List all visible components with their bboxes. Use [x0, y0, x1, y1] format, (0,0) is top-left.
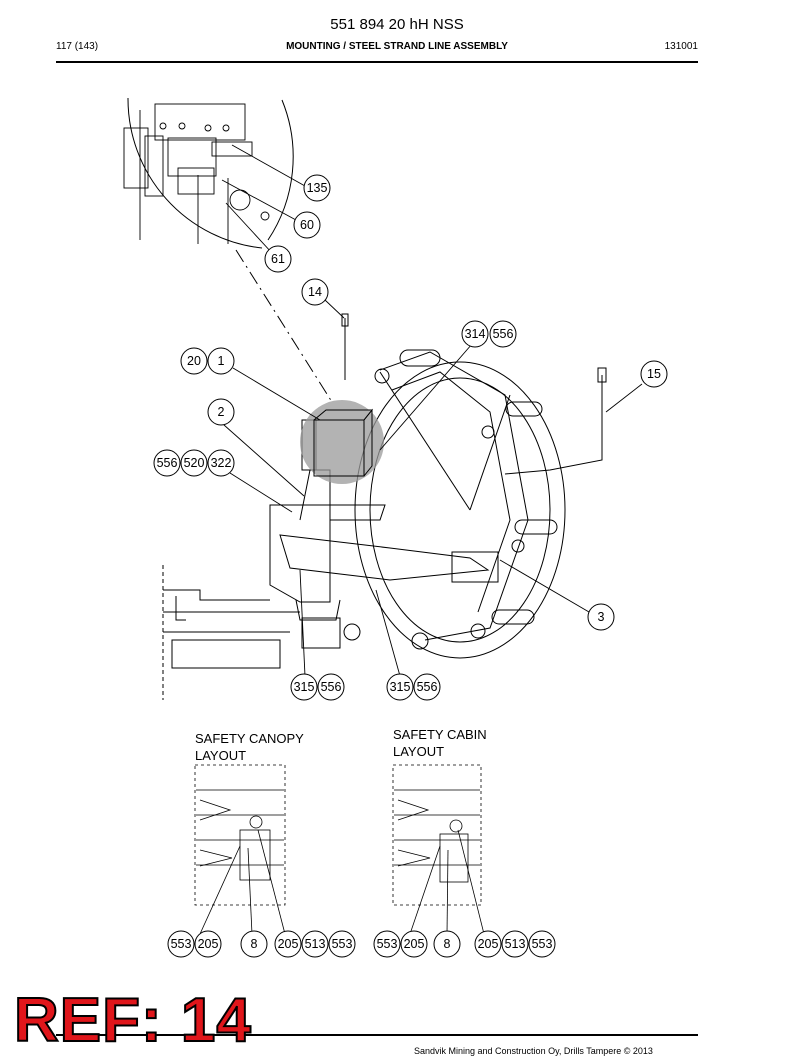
callout-number: 20	[187, 354, 201, 368]
callout-bubble: 315	[290, 673, 318, 701]
cabin-layout-label: SAFETY CABIN LAYOUT	[393, 727, 487, 759]
callout-number: 8	[444, 937, 451, 951]
callout-bubble: 553	[328, 930, 356, 958]
callout-bubble: 556	[317, 673, 345, 701]
callout-bubble: 314	[461, 320, 489, 348]
callout-number: 553	[171, 937, 192, 951]
callout-number: 61	[271, 252, 285, 266]
callout-bubble: 556	[413, 673, 441, 701]
callout-bubble: 20	[180, 347, 208, 375]
canopy-layout-label: SAFETY CANOPY LAYOUT	[195, 731, 304, 763]
highlighted-valve	[300, 400, 384, 484]
callout-bubble: 2	[207, 398, 235, 426]
callout-number: 513	[305, 937, 326, 951]
callout-bubble: 205	[400, 930, 428, 958]
canopy-layout-sketch	[194, 764, 286, 906]
callout-number: 2	[218, 405, 225, 419]
callout-number: 314	[465, 327, 486, 341]
callout-bubble: 553	[528, 930, 556, 958]
cabin-layout-sketch	[392, 764, 482, 906]
callout-number: 205	[478, 937, 499, 951]
callout-number: 60	[300, 218, 314, 232]
ref-stamp: REF: 14	[13, 985, 252, 1056]
callout-number: 513	[505, 937, 526, 951]
callout-bubble: 556	[489, 320, 517, 348]
callout-bubble: 3	[587, 603, 615, 631]
callout-bubble: 15	[640, 360, 668, 388]
callout-bubble: 315	[386, 673, 414, 701]
callout-number: 556	[493, 327, 514, 341]
callout-number: 520	[184, 456, 205, 470]
callout-number: 553	[332, 937, 353, 951]
callout-bubble: 60	[293, 211, 321, 239]
document-title: 551 894 20 hH NSS	[330, 16, 464, 33]
valve-block-detail	[123, 103, 270, 244]
callout-bubble: 61	[264, 245, 292, 273]
callout-number: 1	[218, 354, 225, 368]
callout-bubble: 1	[207, 347, 235, 375]
callout-bubble: 135	[303, 174, 331, 202]
callout-number: 315	[294, 680, 315, 694]
callout-bubble: 553	[373, 930, 401, 958]
callout-number: 135	[307, 181, 328, 195]
callout-bubble: 556	[153, 449, 181, 477]
detail-leader	[235, 249, 333, 403]
leader-lines	[221, 144, 643, 677]
callout-number: 8	[251, 937, 258, 951]
steel-strand-reel	[354, 349, 566, 659]
callout-bubble: 513	[501, 930, 529, 958]
callout-number: 15	[647, 367, 661, 381]
callout-number: 553	[532, 937, 553, 951]
callout-number: 556	[321, 680, 342, 694]
callout-number: 3	[598, 610, 605, 624]
callout-bubble: 322	[207, 449, 235, 477]
callout-bubble: 14	[301, 278, 329, 306]
footer-rule	[56, 1034, 698, 1036]
callout-number: 205	[198, 937, 219, 951]
callout-number: 322	[211, 456, 232, 470]
callout-number: 14	[308, 285, 322, 299]
callout-bubble: 205	[194, 930, 222, 958]
callout-number: 556	[157, 456, 178, 470]
page-number: 117 (143)	[56, 41, 99, 52]
callout-number: 553	[377, 937, 398, 951]
copyright-footer: Sandvik Mining and Construction Oy, Dril…	[414, 1046, 653, 1056]
section-title: MOUNTING / STEEL STRAND LINE ASSEMBLY	[286, 41, 508, 52]
callout-bubble: 205	[474, 930, 502, 958]
date-code: 131001	[664, 41, 698, 52]
callout-bubble: 205	[274, 930, 302, 958]
callout-bubble: 8	[433, 930, 461, 958]
callout-bubble: 520	[180, 449, 208, 477]
callout-bubble: 8	[240, 930, 268, 958]
callout-bubble: 513	[301, 930, 329, 958]
callout-bubble: 553	[167, 930, 195, 958]
guide-rod-15	[504, 367, 607, 475]
header-rule	[56, 61, 698, 63]
callout-number: 205	[404, 937, 425, 951]
mounting-frame	[162, 419, 499, 700]
callout-number: 556	[417, 680, 438, 694]
guide-rod-14	[341, 313, 349, 380]
callout-number: 315	[390, 680, 411, 694]
callout-number: 205	[278, 937, 299, 951]
